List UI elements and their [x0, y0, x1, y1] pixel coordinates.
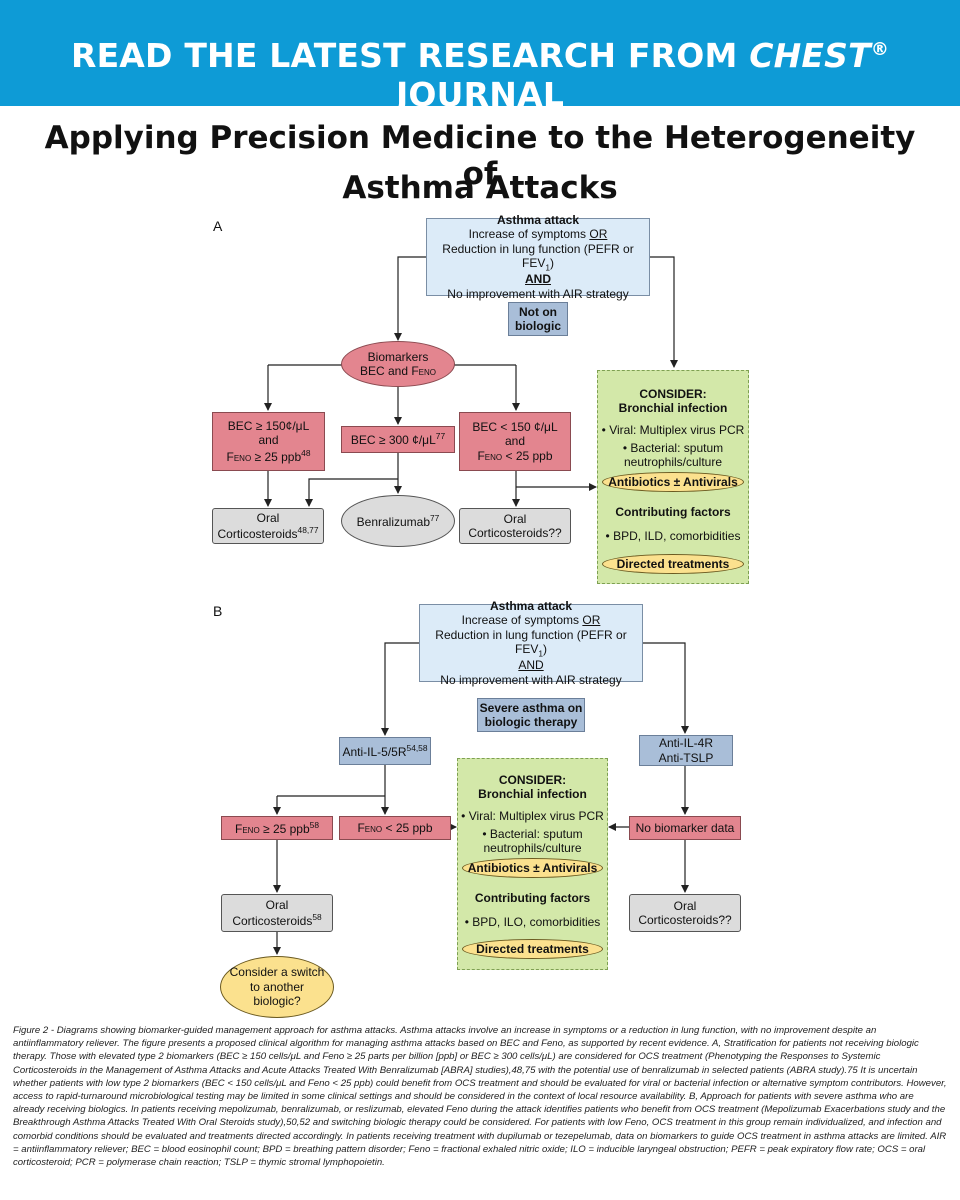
page-title-line2: Asthma Attacks [342, 170, 618, 206]
panel-a-not-on-biologic-tag: Not on biologic [508, 302, 568, 336]
panel-b-consider-subtitle: Bronchial infection [478, 787, 587, 801]
panel-b-severe-asthma-tag: Severe asthma on biologic therapy [477, 698, 585, 732]
panel-b-feno-high-box: Feno ≥ 25 ppb58 [221, 816, 333, 840]
panel-b-attack-line2: Reduction in lung function (PEFR or FEV1… [435, 627, 627, 659]
panel-a-high-t2-box: BEC ≥ 150¢/μL and Feno ≥ 25 ppb48 [212, 412, 325, 471]
panel-b-antibiotics-pill: Antibiotics ± Antivirals [462, 858, 603, 878]
panel-a-consider-title: CONSIDER: [639, 387, 707, 401]
panel-b-directed-treatments-pill: Directed treatments [462, 939, 603, 959]
panel-a-benralizumab-oval: Benralizumab77 [341, 495, 455, 547]
panel-b-asthma-attack-box: Asthma attack Increase of symptoms OR Re… [419, 599, 643, 687]
panel-a-attack-line3: No improvement with AIR strategy [447, 286, 629, 301]
banner-reg: ® [870, 39, 890, 60]
panel-b-attack-line3: No improvement with AIR strategy [440, 672, 622, 687]
panel-b-contributing-factors: Contributing factors [474, 891, 591, 905]
panel-b-anti-il5-box: Anti-IL-5/5R54,58 [339, 737, 431, 765]
panel-b-label: B [213, 603, 223, 619]
connector-a-attack-to-biomarkers [394, 256, 426, 341]
banner-post: JOURNAL [395, 75, 565, 114]
panel-a-biomarkers-oval: Biomarkers BEC and Feno [341, 341, 455, 387]
panel-b-consider-viral: • Viral: Multiplex virus PCR [461, 809, 604, 823]
panel-b-ocs-left-box: Oral Corticosteroids58 [221, 894, 333, 932]
panel-a-bec-300-box: BEC ≥ 300 ¢/μL77 [341, 426, 455, 453]
panel-a-label: A [213, 218, 223, 234]
panel-b-feno-low-box: Feno < 25 ppb [339, 816, 451, 840]
panel-a-consider-subtitle: Bronchial infection [618, 401, 728, 415]
panel-b-attack-and: AND [518, 658, 544, 673]
connector-a-mid-branch [305, 478, 398, 507]
panel-a-contributing-factors: Contributing factors [615, 505, 731, 519]
panel-a-ocs-left-box: Oral Corticosteroids48,77 [212, 508, 324, 544]
banner-text: READ THE LATEST RESEARCH FROM CHEST® JOU… [0, 36, 960, 114]
panel-b-anti-il4-box: Anti-IL-4R Anti-TSLP [639, 735, 733, 766]
panel-b-no-biomarker-box: No biomarker data [629, 816, 741, 840]
connector-b-attack-to-il4 [643, 642, 689, 734]
panel-b-ocs-right-box: Oral Corticosteroids?? [629, 894, 741, 932]
panel-b-attack-title: Asthma attack [489, 598, 573, 613]
panel-b-attack-line1: Increase of symptoms OR [461, 613, 601, 628]
panel-a-consider-viral: • Viral: Multiplex virus PCR [601, 423, 745, 437]
panel-a-attack-line1: Increase of symptoms OR [468, 227, 608, 242]
panel-a-asthma-attack-box: Asthma attack Increase of symptoms OR Re… [426, 213, 650, 301]
panel-b-switch-biologic-oval: Consider a switch to another biologic? [220, 956, 334, 1018]
panel-a-consider-bacterial-detail: neutrophils/culture [623, 455, 723, 469]
panel-b-consider-bacterial-detail: neutrophils/culture [483, 841, 582, 855]
panel-b-contributing-list: • BPD, ILO, comorbidities [464, 915, 601, 929]
panel-a-attack-and: AND [525, 272, 551, 287]
connector-a-attack-to-consider [650, 256, 678, 368]
figure-caption: Figure 2 - Diagrams showing biomarker-gu… [13, 1025, 947, 1169]
panel-a-low-t2-box: BEC < 150 ¢/μL and Feno < 25 ppb [459, 412, 571, 471]
panel-a-attack-line2: Reduction in lung function (PEFR or FEV1… [442, 241, 634, 273]
flow-connectors [264, 256, 689, 955]
header-banner: READ THE LATEST RESEARCH FROM CHEST® JOU… [0, 0, 960, 114]
panel-a-consider-bacterial: • Bacterial: sputum [622, 441, 724, 455]
panel-a-attack-title: Asthma attack [496, 212, 580, 227]
connector-b-attack-to-il5 [381, 642, 419, 736]
panel-a-directed-treatments-pill: Directed treatments [602, 554, 744, 574]
panel-a-contributing-list: • BPD, ILD, comorbidities [605, 529, 741, 543]
panel-b-consider-title: CONSIDER: [498, 773, 567, 787]
banner-journal: CHEST [749, 36, 871, 75]
panel-a-consider-panel: CONSIDER: Bronchial infection • Viral: M… [597, 370, 749, 584]
panel-a-antibiotics-pill: Antibiotics ± Antivirals [602, 472, 744, 492]
page-title-line1: Applying Precision Medicine to the Heter… [44, 120, 916, 192]
panel-b-consider-bacterial: • Bacterial: sputum [482, 827, 583, 841]
panel-b-consider-panel: CONSIDER: Bronchial infection • Viral: M… [457, 758, 608, 970]
banner-pre: READ THE LATEST RESEARCH FROM [70, 36, 750, 75]
panel-a-ocs-right-box: Oral Corticosteroids?? [459, 508, 571, 544]
